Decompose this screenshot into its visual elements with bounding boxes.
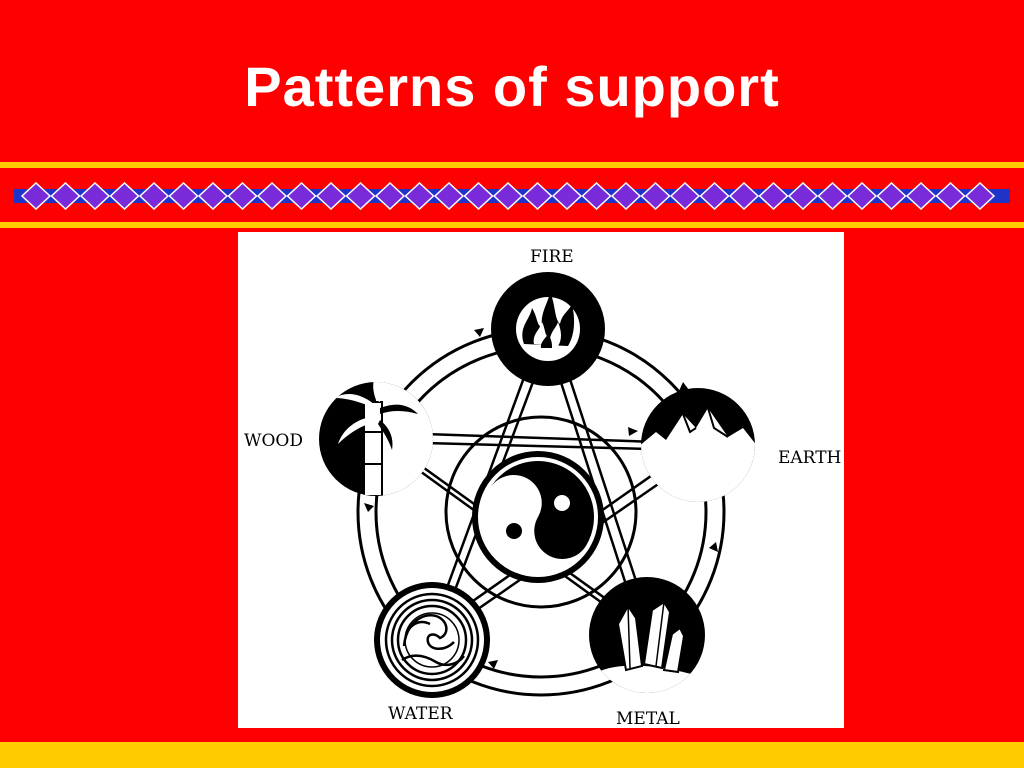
band-diamond <box>168 181 199 211</box>
arrow-icon <box>679 382 689 391</box>
band-diamond <box>876 181 907 211</box>
band-diamond <box>699 181 730 211</box>
band-diamond <box>315 181 347 211</box>
band-diamond <box>109 181 140 211</box>
band-diamond <box>20 181 52 211</box>
inner-ring <box>444 415 638 609</box>
fire-element <box>491 272 605 386</box>
diamond-band <box>14 181 1010 211</box>
gold-divider-bottom <box>0 222 1024 228</box>
gold-divider-top <box>0 162 1024 168</box>
band-diamond <box>433 181 465 211</box>
earth-element <box>641 388 755 502</box>
band-diamond <box>846 181 878 211</box>
band-diamond <box>286 181 317 211</box>
band-diamond <box>227 181 258 211</box>
arrow-icon <box>709 542 718 552</box>
label-water: WATER <box>388 704 454 724</box>
yin-yang-icon <box>472 451 604 583</box>
band-diamond <box>551 181 583 211</box>
label-earth: EARTH <box>778 448 841 468</box>
band-diamond <box>640 181 671 211</box>
band-diamond <box>728 181 760 211</box>
band-diamond <box>935 181 966 211</box>
mountain-icon <box>641 407 755 502</box>
band-diamond <box>522 181 553 211</box>
water-element <box>374 582 490 698</box>
band-diamond <box>964 181 996 211</box>
band-diamond <box>374 181 406 211</box>
label-metal: METAL <box>616 709 680 728</box>
band-diamond <box>463 181 494 211</box>
gold-footer-bar <box>0 742 1024 768</box>
wood-element <box>319 382 433 496</box>
flame-icon <box>522 292 575 348</box>
label-fire: FIRE <box>530 247 574 267</box>
band-diamond <box>758 181 789 211</box>
band-diamond <box>79 181 111 211</box>
label-wood: WOOD <box>244 431 303 451</box>
arrow-icon <box>364 503 374 512</box>
band-diamond <box>669 181 701 211</box>
five-elements-diagram: FIRE EARTH METAL WATER WOOD <box>238 232 844 729</box>
diamond-band-graphic <box>14 181 1010 211</box>
band-diamond <box>138 181 170 211</box>
band-diamond <box>197 181 229 211</box>
wave-icon <box>384 592 480 688</box>
band-diamond <box>404 181 435 211</box>
band-diamond <box>581 181 612 211</box>
band-diamond <box>610 181 642 211</box>
arrow-icon <box>474 328 484 337</box>
band-diamond <box>50 181 81 211</box>
band-diamond <box>492 181 524 211</box>
band-diamond <box>905 181 937 211</box>
band-diamond <box>817 181 848 211</box>
arrow-icon <box>628 427 638 436</box>
five-elements-svg: FIRE EARTH METAL WATER WOOD <box>244 247 841 729</box>
band-diamond <box>345 181 376 211</box>
band-diamond <box>787 181 819 211</box>
band-diamond <box>256 181 288 211</box>
arrow-icon <box>488 660 498 669</box>
slide-title: Patterns of support <box>244 55 780 118</box>
